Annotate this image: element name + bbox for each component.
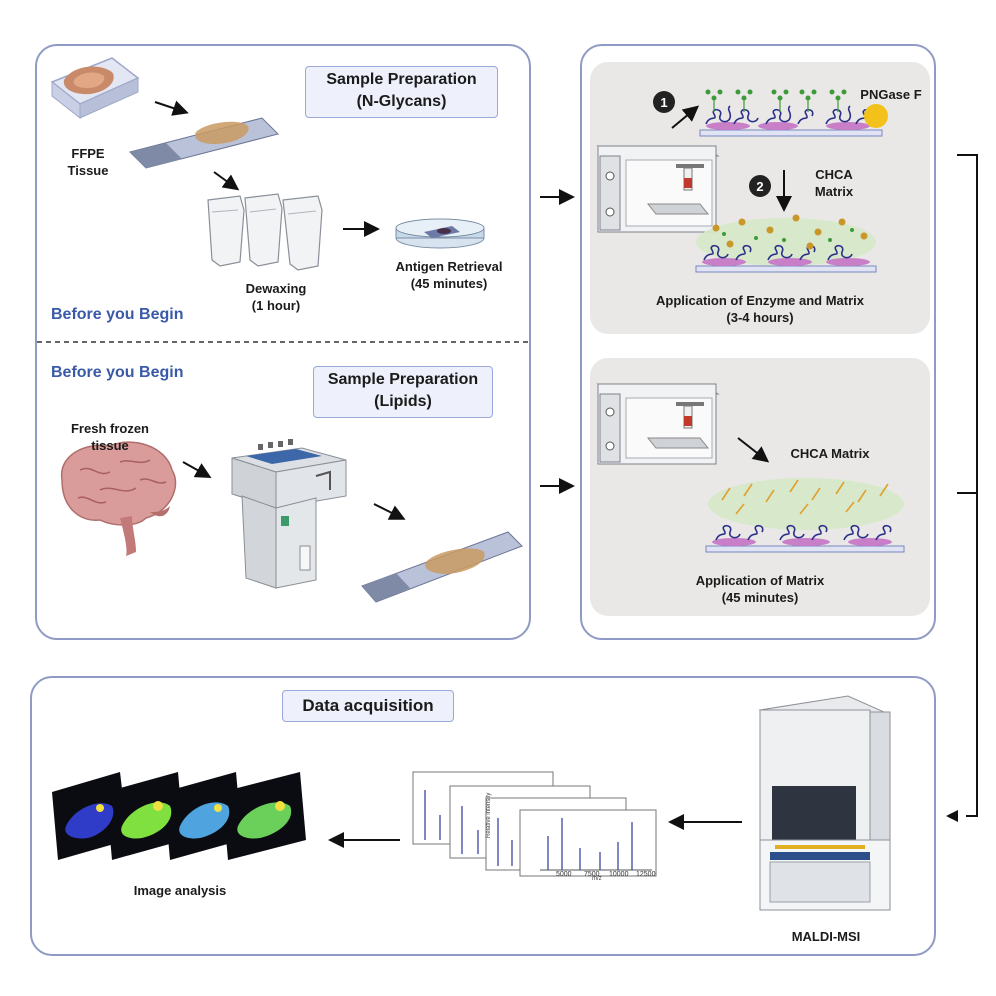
dewaxing-label: Dewaxing (1 hour) [236, 280, 316, 314]
lipid-slide-icon [361, 531, 523, 603]
antigen-retrieval-line1: Antigen Retrieval [395, 259, 503, 274]
slide-icon [129, 117, 279, 169]
fresh-frozen-line2: tissue [91, 438, 129, 453]
chca-line1: CHCA [815, 167, 853, 182]
antigen-retrieval-line2: (45 minutes) [410, 276, 488, 291]
enzyme-matrix-caption-line1: Application of Enzyme and Matrix [655, 293, 865, 308]
matrix-caption: Application of Matrix (45 minutes) [670, 572, 850, 606]
cryostat-icon [231, 439, 347, 589]
spectrum-tick-12500: 12500 [636, 871, 656, 878]
image-analysis-label: Image analysis [133, 883, 227, 898]
enzyme-matrix-caption: Application of Enzyme and Matrix (3-4 ho… [610, 292, 910, 326]
glycan-matrix-strip [695, 214, 877, 273]
ffpe-label-line2: Tissue [67, 163, 109, 178]
n-glycan-title-line1: Sample Preparation [326, 71, 477, 88]
before-you-begin-glycan: Before you Begin [51, 306, 184, 323]
fresh-frozen-line1: Fresh frozen [70, 421, 149, 436]
ffpe-label: FFPE Tissue [58, 145, 118, 179]
spectrum-tick-10000: 10000 [609, 871, 629, 878]
before-you-begin-lipid: Before you Begin [51, 364, 184, 381]
chca-matrix-label-bottom: CHCA Matrix [790, 446, 870, 461]
lipid-title-box: Sample Preparation (Lipids) [313, 366, 493, 418]
mass-spectra-stack [412, 771, 657, 877]
n-glycan-title-line2: (N-Glycans) [356, 93, 447, 110]
spectrum-tick-5000: 5000 [556, 871, 572, 878]
spectrum-tick-7500: 7500 [584, 871, 600, 878]
dewaxing-jars-icon [207, 193, 323, 271]
data-acquisition-title: Data acquisition [282, 690, 454, 722]
antigen-retrieval-label: Antigen Retrieval (45 minutes) [384, 258, 514, 292]
flow-bracket [946, 154, 978, 822]
sprayer-icon-bottom [596, 383, 720, 465]
step-1-number: 1 [660, 95, 668, 110]
glycan-strip [699, 89, 888, 137]
maldi-msi-label: MALDI-MSI [791, 929, 861, 944]
chca-line2: Matrix [814, 184, 854, 199]
ffpe-block-icon [50, 57, 140, 120]
dewaxing-label-line1: Dewaxing [245, 281, 307, 296]
image-analysis-tiles [52, 772, 306, 860]
lipid-title-line2: (Lipids) [374, 393, 432, 410]
lipid-title-line1: Sample Preparation [327, 371, 479, 388]
maldi-instrument-icon [758, 695, 891, 911]
petri-dish-icon [395, 218, 485, 249]
n-glycan-title-box: Sample Preparation (N-Glycans) [305, 66, 498, 118]
dewaxing-label-line2: (1 hour) [251, 298, 301, 313]
matrix-caption-line1: Application of Matrix [695, 573, 825, 588]
lipid-matrix-strip [705, 478, 905, 553]
spectrum-ylabel: Relative intensity [486, 792, 492, 838]
step-2-badge [749, 175, 771, 197]
pngase-label: PNGase F [860, 87, 922, 102]
ffpe-label-line1: FFPE [71, 146, 105, 161]
sprayer-icon-top [596, 145, 720, 233]
fresh-frozen-label: Fresh frozen tissue [60, 420, 160, 454]
brain-icon [60, 441, 177, 556]
pngase-enzyme-icon [864, 103, 888, 128]
spectrum-xlabel: m/z [592, 876, 602, 882]
enzyme-matrix-caption-line2: (3-4 hours) [726, 310, 794, 325]
chca-matrix-label-top: CHCA Matrix [804, 166, 864, 200]
step-1-badge [653, 91, 675, 113]
matrix-caption-line2: (45 minutes) [721, 590, 799, 605]
step-2-number: 2 [756, 179, 764, 194]
